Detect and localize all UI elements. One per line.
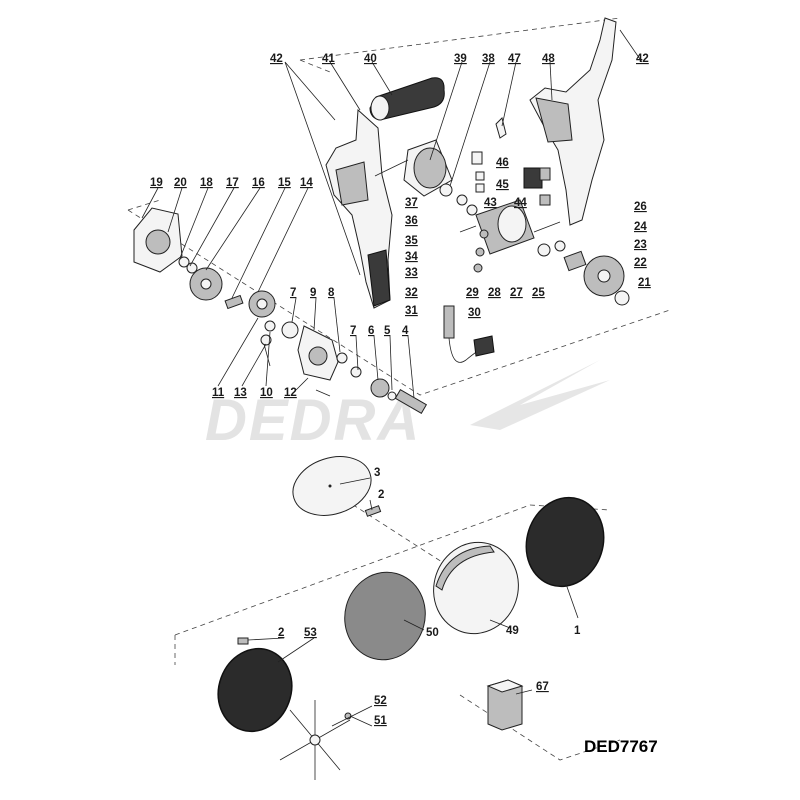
label-47: 47 — [508, 53, 521, 65]
part-labels: 42 41 40 39 38 47 48 42 46 45 43 44 37 3… — [150, 53, 658, 756]
label-20: 20 — [174, 177, 187, 189]
label-26: 26 — [634, 201, 647, 213]
label-21: 21 — [638, 277, 651, 289]
label-23: 23 — [634, 239, 647, 251]
label-42-left: 42 — [270, 53, 283, 65]
label-30: 30 — [468, 307, 481, 319]
label-12: 12 — [284, 387, 297, 399]
gear-housing-19 — [133, 207, 183, 273]
label-32: 32 — [405, 287, 418, 299]
label-43: 43 — [484, 197, 497, 209]
label-42-right: 42 — [636, 53, 649, 65]
label-36: 36 — [405, 215, 418, 227]
label-28: 28 — [488, 287, 501, 299]
label-15: 15 — [278, 177, 291, 189]
label-5: 5 — [384, 325, 391, 337]
label-7-upper: 7 — [290, 287, 296, 299]
label-51: 51 — [374, 715, 387, 727]
label-19: 19 — [150, 177, 163, 189]
gear-assembly-right — [563, 250, 630, 306]
label-17: 17 — [226, 177, 239, 189]
backing-plate-3 — [292, 456, 372, 516]
label-25: 25 — [532, 287, 545, 299]
polishing-pad-1 — [525, 496, 605, 588]
label-7-lower: 7 — [350, 325, 356, 337]
wrench-52 — [279, 700, 351, 780]
watermark: DEDRA — [205, 360, 610, 453]
gear-cover-9 — [297, 325, 339, 381]
label-48: 48 — [542, 53, 555, 65]
brush-parts — [471, 117, 551, 206]
label-27: 27 — [510, 287, 523, 299]
side-handle-48 — [529, 17, 617, 226]
label-67: 67 — [536, 681, 549, 693]
housing-41 — [325, 108, 393, 309]
cable-30 — [443, 305, 495, 363]
handle-40 — [369, 77, 445, 121]
label-6: 6 — [368, 325, 374, 337]
label-52: 52 — [374, 695, 387, 707]
wool-pad-50 — [344, 571, 426, 661]
label-4: 4 — [402, 325, 409, 337]
label-34: 34 — [405, 251, 418, 263]
motor-cover-39 — [403, 139, 453, 197]
label-44: 44 — [514, 197, 527, 209]
label-50: 50 — [426, 627, 439, 639]
label-29: 29 — [466, 287, 479, 299]
boundary-middle — [127, 209, 671, 396]
label-18: 18 — [200, 177, 213, 189]
label-49: 49 — [506, 625, 519, 637]
label-31: 31 — [405, 305, 418, 317]
label-46: 46 — [496, 157, 509, 169]
label-1: 1 — [574, 625, 581, 637]
label-41: 41 — [322, 53, 335, 65]
gear-train-left — [178, 256, 299, 346]
label-35: 35 — [405, 235, 418, 247]
watermark-text: DEDRA — [205, 388, 421, 453]
armature-43 — [459, 199, 561, 255]
label-14: 14 — [300, 177, 313, 189]
watermark-swoosh — [470, 360, 610, 430]
label-13: 13 — [234, 387, 247, 399]
label-8: 8 — [328, 287, 335, 299]
label-22: 22 — [634, 257, 647, 269]
bearings-small — [439, 183, 566, 273]
model-code: DED7767 — [584, 737, 658, 756]
label-39: 39 — [454, 53, 467, 65]
label-16: 16 — [252, 177, 265, 189]
label-53: 53 — [304, 627, 317, 639]
label-33: 33 — [405, 267, 418, 279]
label-3: 3 — [374, 467, 380, 479]
leader-lines — [141, 29, 643, 727]
boundary-left — [127, 199, 161, 211]
label-24: 24 — [634, 221, 647, 233]
screw-2-upper — [364, 505, 382, 517]
label-37: 37 — [405, 197, 418, 209]
label-40: 40 — [364, 53, 377, 65]
label-2-lower: 2 — [278, 627, 284, 639]
boundary-pads-top — [174, 504, 611, 636]
label-10: 10 — [260, 387, 273, 399]
screw-2-lower — [237, 637, 249, 645]
label-2-upper: 2 — [378, 489, 384, 501]
label-38: 38 — [482, 53, 495, 65]
label-45: 45 — [496, 179, 509, 191]
label-11: 11 — [212, 387, 225, 399]
carbon-brush-box-67 — [486, 679, 524, 731]
spindle-assembly — [315, 352, 428, 415]
sanding-pad-53 — [217, 647, 293, 733]
foam-pad-49 — [433, 541, 519, 635]
label-9: 9 — [310, 287, 316, 299]
